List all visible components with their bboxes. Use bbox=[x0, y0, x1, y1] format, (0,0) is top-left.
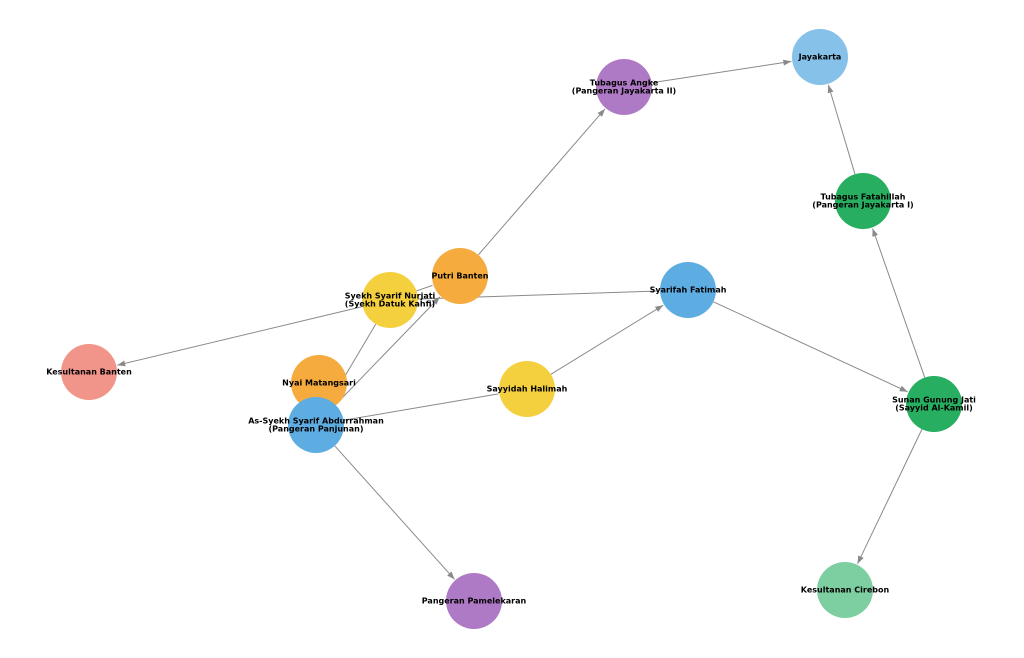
edge-putri-banten-to-tubagus-angke bbox=[477, 108, 606, 256]
node-circle bbox=[288, 397, 344, 453]
edge-pangeran-panjunan-to-putri-banten bbox=[335, 296, 441, 406]
node-label: Sayyidah Halimah bbox=[487, 385, 568, 394]
node-circle bbox=[660, 262, 716, 318]
edge-sunan-gunung-jati-to-kesultanan-cirebon bbox=[857, 429, 923, 565]
edge-syarifah-fatimah-to-sunan-gunung-jati bbox=[713, 301, 908, 393]
node-circle bbox=[432, 248, 488, 304]
node-circle bbox=[61, 344, 117, 400]
node-pangeran-pamelekaran[interactable]: Pangeran Pamelekaran bbox=[422, 573, 527, 629]
node-circle bbox=[792, 29, 848, 85]
edge-syekh-syarif-nurjati-to-putri-banten bbox=[416, 284, 433, 292]
edge-sayyidah-halimah-to-syarifah-fatimah bbox=[550, 304, 664, 375]
node-label: Pangeran Pamelekaran bbox=[422, 597, 527, 606]
node-circle bbox=[835, 173, 891, 229]
node-syekh-syarif-nurjati[interactable]: Syekh Syarif Nurjati(Syekh Datuk Kahfi) bbox=[345, 272, 436, 328]
edge-tubagus-fatahillah-to-jayakarta bbox=[827, 84, 856, 175]
node-kesultanan-banten[interactable]: Kesultanan Banten bbox=[46, 344, 132, 400]
node-label: (Pangeran Jayakarta II) bbox=[572, 87, 676, 96]
node-label: Sunan Gunung Jati bbox=[892, 396, 976, 405]
node-label: Jayakarta bbox=[798, 53, 842, 62]
node-syarifah-fatimah[interactable]: Syarifah Fatimah bbox=[650, 262, 727, 318]
node-circle bbox=[596, 59, 652, 115]
node-label: Putri Banten bbox=[432, 272, 489, 281]
node-kesultanan-cirebon[interactable]: Kesultanan Cirebon bbox=[801, 562, 890, 618]
node-tubagus-fatahillah[interactable]: Tubagus Fatahillah(Pangeran Jayakarta I) bbox=[812, 173, 914, 229]
node-label: (Pangeran Jayakarta I) bbox=[812, 201, 913, 210]
node-tubagus-angke[interactable]: Tubagus Angke(Pangeran Jayakarta II) bbox=[572, 59, 676, 115]
node-label: Nyai Matangsari bbox=[282, 379, 356, 388]
node-circle bbox=[446, 573, 502, 629]
node-label: Syarifah Fatimah bbox=[650, 286, 727, 295]
edge-layer bbox=[117, 59, 926, 580]
edge-pangeran-panjunan-to-pangeran-pamelekaran bbox=[334, 445, 455, 580]
node-circle bbox=[291, 355, 347, 411]
node-label: Tubagus Fatahillah bbox=[821, 193, 906, 202]
edge-pangeran-panjunan-to-sayyidah-halimah bbox=[343, 393, 499, 421]
node-label: As-Syekh Syarif Abdurrahman bbox=[248, 417, 384, 426]
node-jayakarta[interactable]: Jayakarta bbox=[792, 29, 848, 85]
node-putri-banten[interactable]: Putri Banten bbox=[432, 248, 489, 304]
node-circle bbox=[906, 376, 962, 432]
node-pangeran-panjunan[interactable]: As-Syekh Syarif Abdurrahman(Pangeran Pan… bbox=[248, 397, 384, 453]
node-label: Syekh Syarif Nurjati bbox=[345, 292, 436, 301]
edge-sunan-gunung-jati-to-tubagus-fatahillah bbox=[872, 228, 926, 378]
node-nyai-matangsari[interactable]: Nyai Matangsari bbox=[282, 355, 356, 411]
node-label: (Syekh Datuk Kahfi) bbox=[345, 300, 435, 309]
node-circle bbox=[362, 272, 418, 328]
node-label: (Pangeran Panjunan) bbox=[269, 425, 364, 434]
node-label: Tubagus Angke bbox=[590, 79, 659, 88]
node-label: Kesultanan Banten bbox=[46, 368, 132, 377]
node-label: (Sayyid Al-Kamil) bbox=[895, 404, 973, 413]
node-circle bbox=[499, 361, 555, 417]
node-sunan-gunung-jati[interactable]: Sunan Gunung Jati(Sayyid Al-Kamil) bbox=[892, 376, 976, 432]
edge-syekh-syarif-nurjati-to-kesultanan-banten bbox=[117, 306, 363, 367]
node-sayyidah-halimah[interactable]: Sayyidah Halimah bbox=[487, 361, 568, 417]
node-label: Kesultanan Cirebon bbox=[801, 586, 890, 595]
edge-tubagus-angke-to-jayakarta bbox=[651, 59, 792, 84]
node-circle bbox=[817, 562, 873, 618]
